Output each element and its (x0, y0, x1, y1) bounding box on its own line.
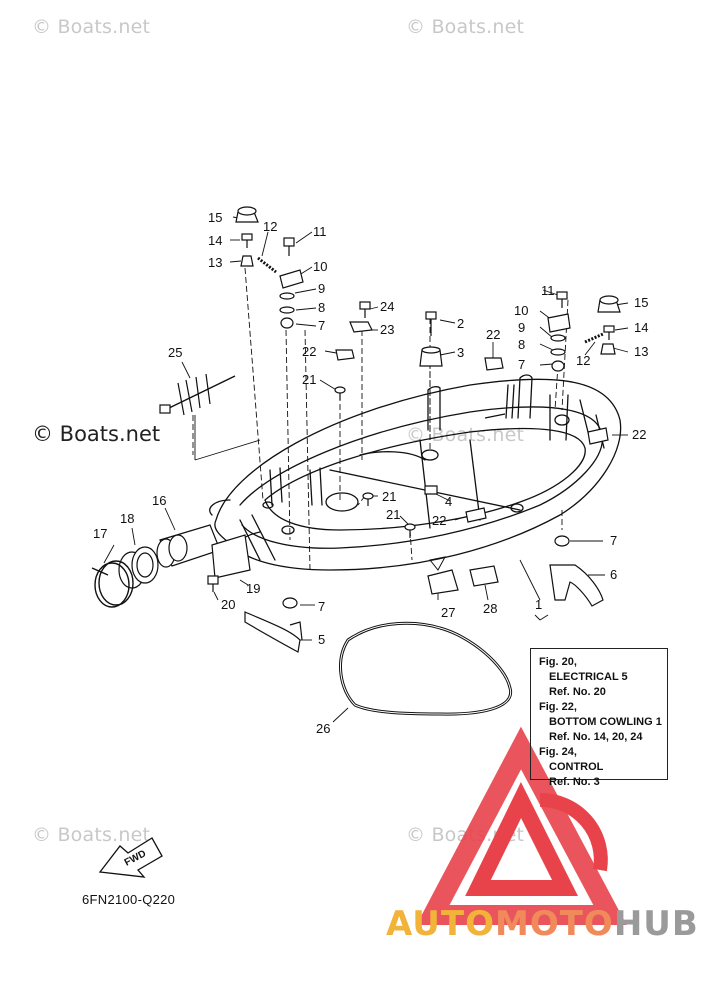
ref-line: Fig. 24, (539, 746, 577, 758)
watermark: © Boats.net (32, 824, 151, 846)
callout-label: 26 (316, 721, 331, 736)
callout-label: 19 (246, 581, 261, 596)
callout-label: 7 (518, 357, 526, 372)
callout-label: 11 (541, 283, 555, 298)
callout-label: 20 (221, 597, 236, 612)
callout-label: 14 (208, 233, 223, 248)
callout-label: 21 (386, 507, 401, 522)
callout-label: 22 (432, 513, 447, 528)
callout-label: 13 (634, 344, 649, 359)
callout-label: 14 (634, 320, 649, 335)
callout-label: 9 (518, 320, 526, 335)
callout-label: 12 (263, 219, 278, 234)
callout-label: 22 (632, 427, 647, 442)
brand-wordmark: AUTOMOTOHUB (386, 904, 699, 944)
ref-line: Ref. No. 3 (549, 776, 600, 788)
callout-label: 8 (318, 300, 326, 315)
callout-label: 7 (318, 599, 326, 614)
callout-label: 5 (318, 632, 326, 647)
watermark: © Boats.net (32, 422, 161, 446)
ref-line: Fig. 22, (539, 701, 577, 713)
callout-label: 4 (445, 494, 453, 509)
watermark: © Boats.net (406, 16, 525, 38)
ref-line: BOTTOM COWLING 1 (549, 716, 662, 728)
callout-label: 28 (483, 601, 498, 616)
ref-line: ELECTRICAL 5 (549, 671, 628, 683)
callout-label: 1 (535, 597, 543, 612)
callout-label: 12 (576, 353, 591, 368)
handle-part (244, 611, 301, 653)
callout-label: 18 (120, 511, 135, 526)
watermark: © Boats.net (32, 16, 151, 38)
brand-part-hub: HUB (613, 904, 699, 944)
handle-part (549, 564, 604, 607)
callout-label: 7 (318, 318, 326, 333)
fwd-arrow-icon (98, 837, 163, 878)
reference-box: Fig. 20, ELECTRICAL 5 Ref. No. 20 Fig. 2… (530, 648, 668, 788)
callout-label: 11 (313, 224, 327, 239)
callout-label: 9 (318, 281, 326, 296)
callout-label: 13 (208, 255, 223, 270)
callout-label: 6 (610, 567, 618, 582)
callout-label: 24 (380, 299, 395, 314)
drawing-code: 6FN2100-Q220 (82, 892, 176, 907)
callout-label: 3 (457, 345, 465, 360)
callout-label: 22 (302, 344, 317, 359)
ref-line: Fig. 20, (539, 656, 577, 668)
callout-label: 10 (313, 259, 328, 274)
callout-label: 21 (302, 372, 317, 387)
bottom-cowling-outline (214, 378, 622, 571)
callout-label: 16 (152, 493, 167, 508)
callout-label: 2 (457, 316, 465, 331)
callout-label: 10 (514, 303, 529, 318)
callout-label: 7 (610, 533, 618, 548)
callout-label: 8 (518, 337, 526, 352)
callout-label: 15 (208, 210, 223, 225)
callout-label: 23 (380, 322, 395, 337)
callout-label: 22 (486, 327, 501, 342)
callout-label: 17 (93, 526, 108, 541)
seal-part (339, 621, 513, 716)
ref-line: CONTROL (549, 761, 604, 773)
callout-label: 27 (441, 605, 456, 620)
brand-part-moto: MOTO (494, 904, 614, 944)
ref-line: Ref. No. 20 (549, 686, 606, 698)
callout-label: 25 (168, 345, 183, 360)
callout-label: 15 (634, 295, 649, 310)
brand-part-auto: AUTO (386, 904, 495, 944)
ref-line: Ref. No. 14, 20, 24 (549, 731, 643, 743)
callout-label: 21 (382, 489, 397, 504)
